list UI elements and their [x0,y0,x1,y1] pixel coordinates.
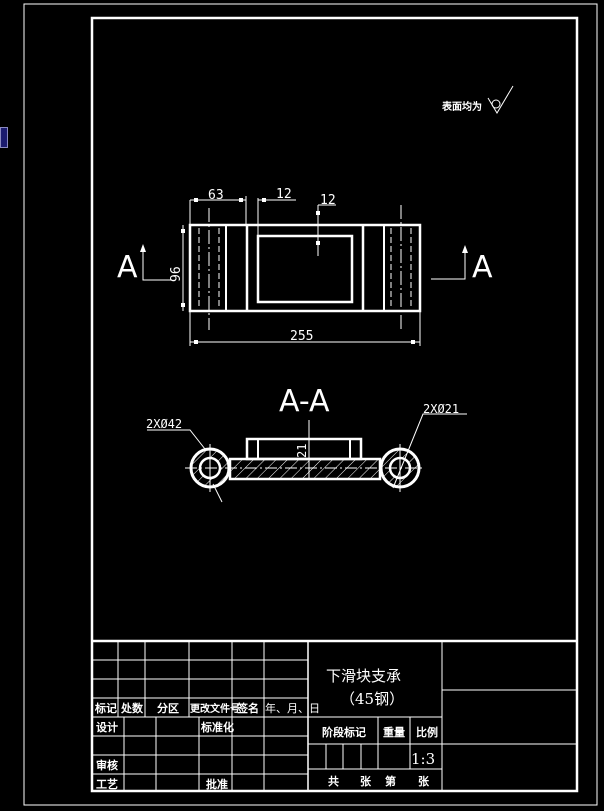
section-view-title: A-A [279,384,330,419]
hole-callout-large: 2XØ42 [146,417,182,431]
section-label-left: A [117,250,138,285]
dim-21: 21 [295,444,309,458]
tb-review: 审核 [96,758,118,772]
drawing-material: （45钢） [340,690,404,708]
inner-frame [90,16,579,793]
tb-sheet: 张 [418,774,430,788]
surface-note: 表面均为 [441,100,482,113]
dim-12-horizontal: 12 [276,187,292,202]
section-label-right: A [472,250,493,285]
section-view [147,413,467,503]
side-panel-tab[interactable] [0,127,8,148]
roughness-symbol-icon [487,85,514,114]
tb-scale-label: 比例 [416,725,438,739]
tb-design: 设计 [96,720,118,734]
tb-standardize: 标准化 [200,720,234,734]
drawing-title: 下滑块支承 [326,667,401,685]
hole-callout-small: 2XØ21 [423,402,459,416]
tb-header-mark: 标记 [94,701,117,715]
tb-process: 工艺 [96,777,118,791]
tb-total: 共 [328,774,339,788]
tb-weight: 重量 [383,725,405,739]
dim-63: 63 [208,188,224,203]
outer-frame [23,3,598,806]
title-block-grid [92,639,577,791]
tb-scale-value: 1:3 [411,750,435,768]
tb-header-count: 处数 [120,701,144,715]
tb-sheets: 张 [360,774,372,788]
tb-header-change-doc: 更改文件号 [190,702,240,715]
tb-no: 第 [385,774,396,788]
top-view [142,196,466,346]
dim-96: 96 [169,266,184,282]
dim-12-vertical: 12 [320,193,336,208]
dim-255: 255 [290,329,313,344]
tb-approve: 批准 [206,777,228,791]
tb-header-date: 年、月、日 [265,701,320,715]
dimension-arrows [140,198,468,344]
tb-header-signature: 签名 [236,701,259,715]
title-block-labels: 标记 处数 分区 更改文件号 签名 年、月、日 设计 标准化 审核 工艺 批准 … [94,667,438,791]
tb-stage-mark: 阶段标记 [322,725,366,739]
tb-header-zone: 分区 [157,701,179,715]
